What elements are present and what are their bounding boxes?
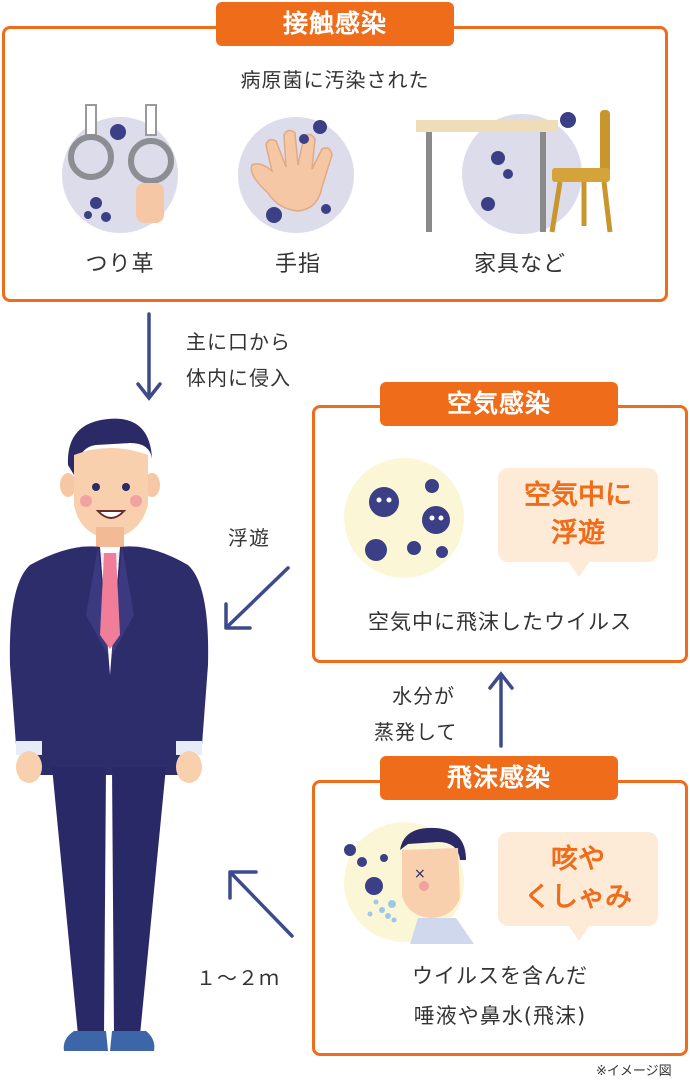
fingers-label: 手指 <box>274 252 321 277</box>
airborne-arrow <box>218 564 298 638</box>
evaporate-arrow <box>486 671 516 752</box>
airborne-bubble-line1: 空気中に <box>524 480 632 511</box>
contact-route-line2: 体内に侵入 <box>186 366 291 390</box>
contact-arrow-down <box>134 312 164 406</box>
strap-label: つり革 <box>85 252 155 277</box>
sneezing-person-illustration: × <box>340 820 480 948</box>
droplet-caption-line1: ウイルスを含んだ <box>412 964 588 988</box>
airborne-infection-title: 空気感染 <box>380 382 618 426</box>
airborne-bubble: 空気中に 浮遊 <box>498 468 658 577</box>
evaporate-line2: 蒸発して <box>374 720 458 744</box>
float-label: 浮遊 <box>228 526 270 550</box>
droplet-bubble-line2: くしゃみ <box>524 882 632 913</box>
furniture-label: 家具など <box>473 252 566 277</box>
svg-text:×: × <box>414 866 426 882</box>
airborne-bubble-line2: 浮遊 <box>551 518 605 549</box>
contact-subtitle: 病原菌に汚染された <box>240 68 430 92</box>
droplet-caption-line2: 唾液や鼻水(飛沫) <box>413 1004 587 1028</box>
furniture-illustration <box>412 100 622 244</box>
evaporate-line1: 水分が <box>392 684 455 708</box>
airborne-caption: 空気中に飛沫したウイルス <box>368 610 632 634</box>
person-illustration <box>0 415 230 1069</box>
contact-route-line1: 主に口から <box>186 330 291 354</box>
distance-label: １～２ｍ <box>196 966 280 990</box>
strap-illustration <box>60 104 180 239</box>
droplet-bubble: 咳や くしゃみ <box>498 832 658 941</box>
droplet-arrow <box>222 866 302 944</box>
contact-infection-title: 接触感染 <box>216 2 454 46</box>
image-note: ※イメージ図 <box>596 1064 672 1079</box>
droplet-infection-title: 飛沫感染 <box>380 756 618 800</box>
droplet-bubble-line1: 咳や <box>551 844 605 875</box>
virus-cloud-illustration <box>342 456 466 584</box>
hand-illustration <box>238 105 358 239</box>
